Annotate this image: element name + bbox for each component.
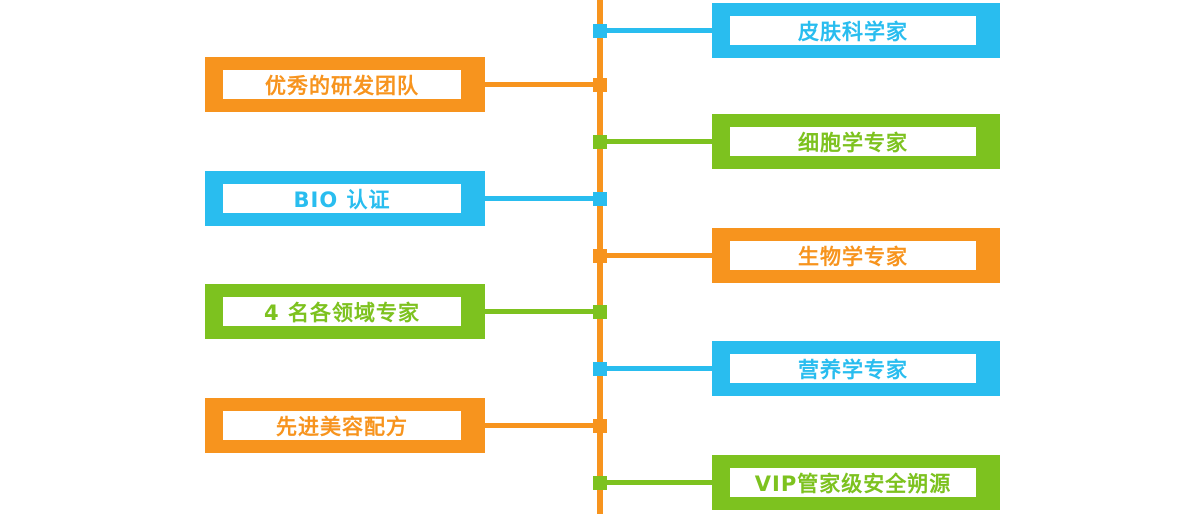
box-label: 先进美容配方	[276, 414, 408, 439]
box-label: 细胞学专家	[798, 130, 908, 155]
timeline-node	[593, 192, 607, 206]
box-inner: 先进美容配方	[223, 411, 461, 440]
timeline-node	[593, 362, 607, 376]
timeline-box-left-2: BIO 认证	[205, 171, 485, 226]
timeline-node	[593, 78, 607, 92]
box-inner: 皮肤科学家	[730, 16, 976, 45]
connector-line	[600, 28, 714, 33]
box-inner: 细胞学专家	[730, 127, 976, 156]
box-label: 4 名各领域专家	[264, 300, 420, 325]
box-inner: 生物学专家	[730, 241, 976, 270]
timeline-node	[593, 305, 607, 319]
box-label: 营养学专家	[798, 357, 908, 382]
timeline-node	[593, 476, 607, 490]
timeline-box-left-4: 先进美容配方	[205, 398, 485, 453]
timeline-box-right-1: 皮肤科学家	[712, 3, 1000, 58]
timeline-box-left-1: 优秀的研发团队	[205, 57, 485, 112]
box-label: 优秀的研发团队	[265, 73, 419, 98]
connector-line	[600, 139, 714, 144]
connector-line	[600, 253, 714, 258]
connector-line	[600, 480, 714, 485]
timeline-box-right-5: VIP管家级安全朔源	[712, 455, 1000, 510]
timeline-node	[593, 135, 607, 149]
box-inner: BIO 认证	[223, 184, 461, 213]
connector-line	[482, 82, 600, 87]
box-inner: 营养学专家	[730, 354, 976, 383]
box-label: 生物学专家	[798, 244, 908, 269]
connector-line	[482, 309, 600, 314]
timeline-node	[593, 249, 607, 263]
timeline-box-right-3: 生物学专家	[712, 228, 1000, 283]
timeline-box-left-3: 4 名各领域专家	[205, 284, 485, 339]
timeline-box-right-2: 细胞学专家	[712, 114, 1000, 169]
connector-line	[482, 423, 600, 428]
box-inner: VIP管家级安全朔源	[730, 468, 976, 497]
box-inner: 4 名各领域专家	[223, 297, 461, 326]
box-label: BIO 认证	[293, 187, 391, 212]
connector-line	[600, 366, 714, 371]
timeline-box-right-4: 营养学专家	[712, 341, 1000, 396]
box-inner: 优秀的研发团队	[223, 70, 461, 99]
timeline-node	[593, 24, 607, 38]
box-label: VIP管家级安全朔源	[754, 471, 952, 496]
box-label: 皮肤科学家	[798, 19, 908, 44]
connector-line	[482, 196, 600, 201]
timeline-node	[593, 419, 607, 433]
